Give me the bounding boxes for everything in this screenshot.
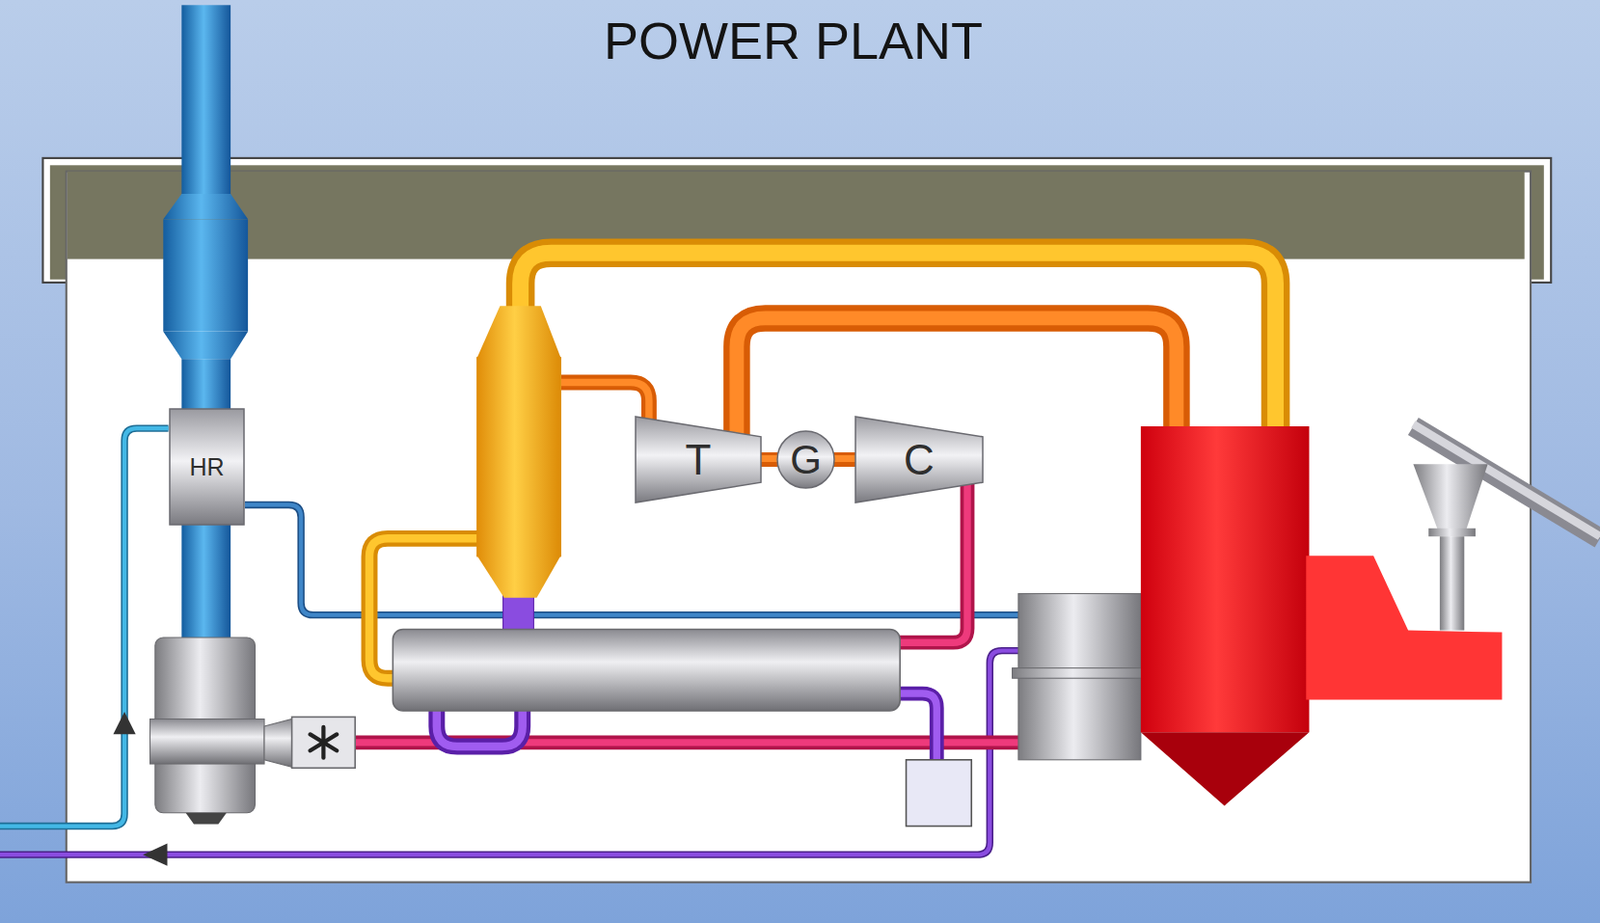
shaft-connector <box>759 459 780 461</box>
diagram-title: POWER PLANT <box>603 14 983 67</box>
node-label: G <box>789 439 822 481</box>
generator-symbol: G <box>776 430 836 489</box>
shaft-connector <box>832 459 858 461</box>
compressor-symbol: C <box>854 415 984 504</box>
node-label: C <box>903 438 935 482</box>
node-label: T <box>685 438 712 482</box>
turbine-symbol: T <box>634 415 762 504</box>
heat-recovery-box: HR <box>168 407 245 526</box>
node-label: HR <box>189 455 224 480</box>
